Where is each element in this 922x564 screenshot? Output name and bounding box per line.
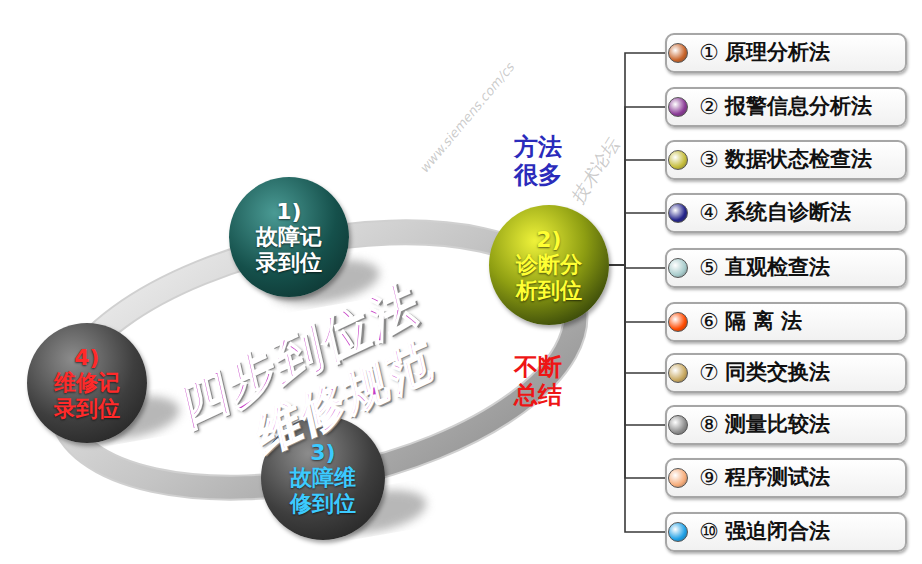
tree-connector	[609, 107, 665, 265]
bullet-dot	[668, 258, 688, 278]
tree-connector	[609, 265, 665, 373]
bullet-dot	[668, 312, 688, 332]
bullet-dot	[668, 97, 688, 117]
bullet-dot	[668, 522, 688, 542]
circled-number: ⑦	[699, 362, 719, 384]
bullet-dot	[668, 150, 688, 170]
circled-number: ④	[699, 202, 719, 224]
circled-number: ②	[699, 96, 719, 118]
watermark: 技术论坛	[569, 132, 622, 208]
step-number: 1)	[247, 199, 331, 224]
method-name: 报警信息分析法	[725, 94, 872, 119]
method-box: ③ 数据状态检查法	[665, 140, 907, 180]
side-note: 不断 总结	[514, 354, 570, 409]
method-name: 数据状态检查法	[725, 147, 872, 172]
tree-connector	[609, 213, 665, 265]
watermark: www.siemens.com/cs	[419, 59, 518, 178]
circled-number: ⑤	[699, 257, 719, 279]
step-circle: 2)诊断分 析到位	[489, 205, 609, 325]
method-box: ② 报警信息分析法	[665, 87, 907, 127]
tree-connector	[609, 265, 665, 322]
circled-number: ①	[699, 42, 719, 64]
step-circle: 1)故障记 录到位	[229, 177, 349, 297]
circled-number: ⑨	[699, 467, 719, 489]
bullet-dot	[668, 203, 688, 223]
step-title: 故障记 录到位	[247, 224, 331, 275]
step-circle: 4)维修记 录到位	[27, 323, 147, 443]
method-box: ⑤ 直观检查法	[665, 248, 907, 288]
method-box: ⑥ 隔 离 法	[665, 302, 907, 342]
circled-number: ⑩	[699, 521, 719, 543]
method-box: ⑦ 同类交换法	[665, 353, 907, 393]
circled-number: ⑥	[699, 311, 719, 333]
step-number: 4)	[45, 345, 129, 370]
method-name: 直观检查法	[725, 255, 830, 280]
method-box: ⑩ 强迫闭合法	[665, 512, 907, 552]
method-box: ④ 系统自诊断法	[665, 193, 907, 233]
tree-connector	[609, 265, 665, 425]
side-note: 方法 很多	[514, 134, 570, 189]
step-title: 维修记 录到位	[45, 370, 129, 421]
tree-connector	[609, 265, 665, 532]
method-name: 隔 离 法	[725, 309, 803, 334]
method-name: 强迫闭合法	[725, 519, 830, 544]
tree-connector	[609, 160, 665, 265]
method-box: ① 原理分析法	[665, 33, 907, 73]
tree-connector	[609, 53, 665, 265]
bullet-dot	[668, 43, 688, 63]
circled-number: ⑧	[699, 414, 719, 436]
method-name: 同类交换法	[725, 360, 830, 385]
method-box: ⑨ 程序测试法	[665, 458, 907, 498]
bullet-dot	[668, 415, 688, 435]
step-title: 诊断分 析到位	[507, 252, 591, 303]
method-name: 测量比较法	[725, 412, 830, 437]
method-name: 原理分析法	[725, 40, 830, 65]
step-number: 2)	[507, 227, 591, 252]
bullet-dot	[668, 363, 688, 383]
method-box: ⑧ 测量比较法	[665, 405, 907, 445]
step-title: 故障维 修到位	[281, 465, 365, 516]
bullet-dot	[668, 468, 688, 488]
method-name: 系统自诊断法	[725, 200, 851, 225]
tree-connector	[609, 265, 665, 478]
method-name: 程序测试法	[725, 465, 830, 490]
circled-number: ③	[699, 149, 719, 171]
